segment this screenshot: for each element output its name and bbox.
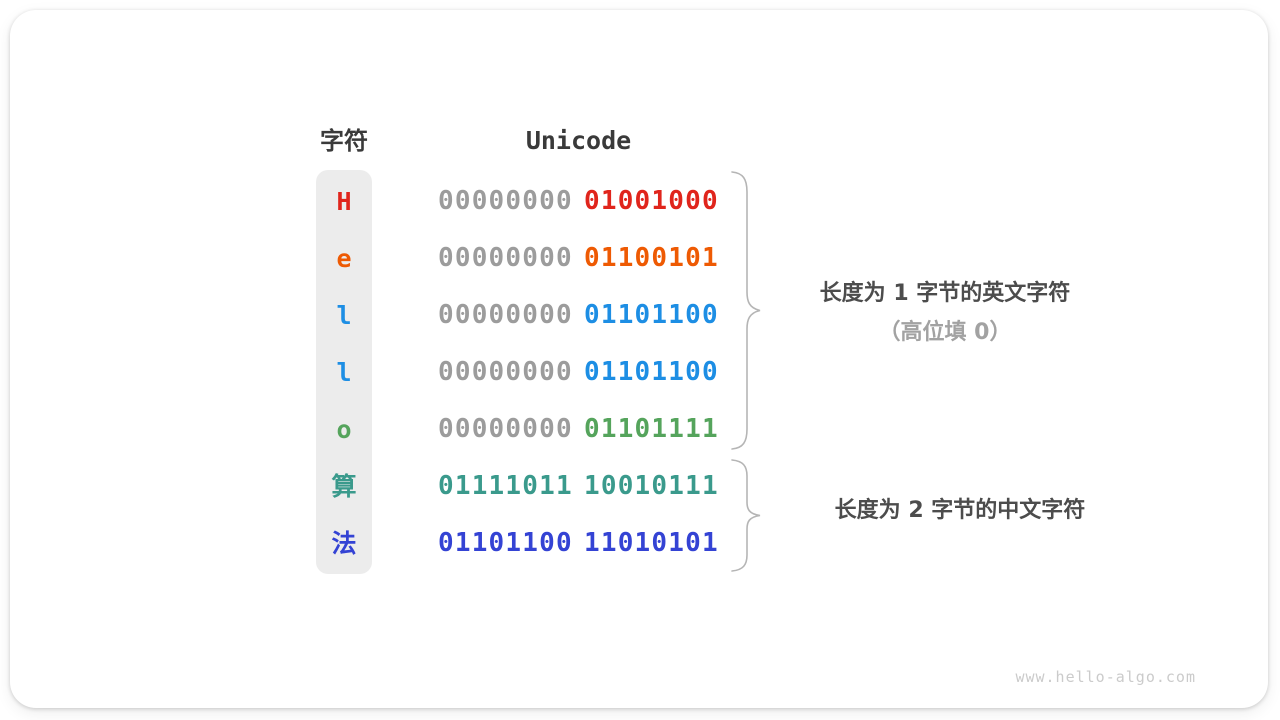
unicode-high-byte: 01101100 — [438, 528, 573, 558]
column-header-unicode: Unicode — [525, 126, 632, 155]
unicode-high-byte: 00000000 — [438, 186, 573, 216]
brace-english-group — [731, 171, 761, 450]
unicode-low-byte: 01101100 — [584, 300, 719, 330]
annotation-line-secondary: （高位填 0） — [878, 320, 1012, 345]
figure-card: 字符 Unicode H 00000000 01001000 e 0000000… — [10, 10, 1268, 708]
watermark: www.hello-algo.com — [1015, 668, 1196, 686]
unicode-low-byte: 10010111 — [584, 471, 719, 501]
character-cell: 算 — [331, 472, 357, 501]
character-cell: l — [336, 301, 352, 330]
character-cell: H — [336, 187, 352, 216]
character-cell: l — [336, 358, 352, 387]
table-row: e 00000000 01100101 — [10, 230, 1268, 287]
unicode-high-byte: 00000000 — [438, 414, 573, 444]
unicode-high-byte: 00000000 — [438, 243, 573, 273]
unicode-low-byte: 01100101 — [584, 243, 719, 273]
brace-chinese-group — [731, 459, 761, 572]
unicode-low-byte: 01101111 — [584, 414, 719, 444]
annotation-english: 长度为 1 字节的英文字符 （高位填 0） — [780, 274, 1110, 352]
character-cell: 法 — [331, 529, 357, 558]
unicode-low-byte: 01101100 — [584, 357, 719, 387]
unicode-high-byte: 01111011 — [438, 471, 573, 501]
unicode-low-byte: 01001000 — [584, 186, 719, 216]
brace-path — [731, 171, 761, 450]
annotation-line-primary: 长度为 1 字节的英文字符 — [819, 281, 1071, 306]
character-column-background — [316, 170, 372, 574]
character-cell: o — [336, 415, 352, 444]
table-row: H 00000000 01001000 — [10, 173, 1268, 230]
unicode-high-byte: 00000000 — [438, 300, 573, 330]
table-row: 法 01101100 11010101 — [10, 515, 1268, 572]
table-row: l 00000000 01101100 — [10, 344, 1268, 401]
annotation-chinese: 长度为 2 字节的中文字符 — [790, 491, 1130, 530]
unicode-low-byte: 11010101 — [584, 528, 719, 558]
brace-path — [731, 459, 761, 572]
annotation-line-primary: 长度为 2 字节的中文字符 — [834, 498, 1086, 523]
character-cell: e — [336, 244, 352, 273]
column-header-char: 字符 — [320, 127, 368, 155]
unicode-high-byte: 00000000 — [438, 357, 573, 387]
table-row: 算 01111011 10010111 — [10, 458, 1268, 515]
table-row: l 00000000 01101100 — [10, 287, 1268, 344]
table-row: o 00000000 01101111 — [10, 401, 1268, 458]
